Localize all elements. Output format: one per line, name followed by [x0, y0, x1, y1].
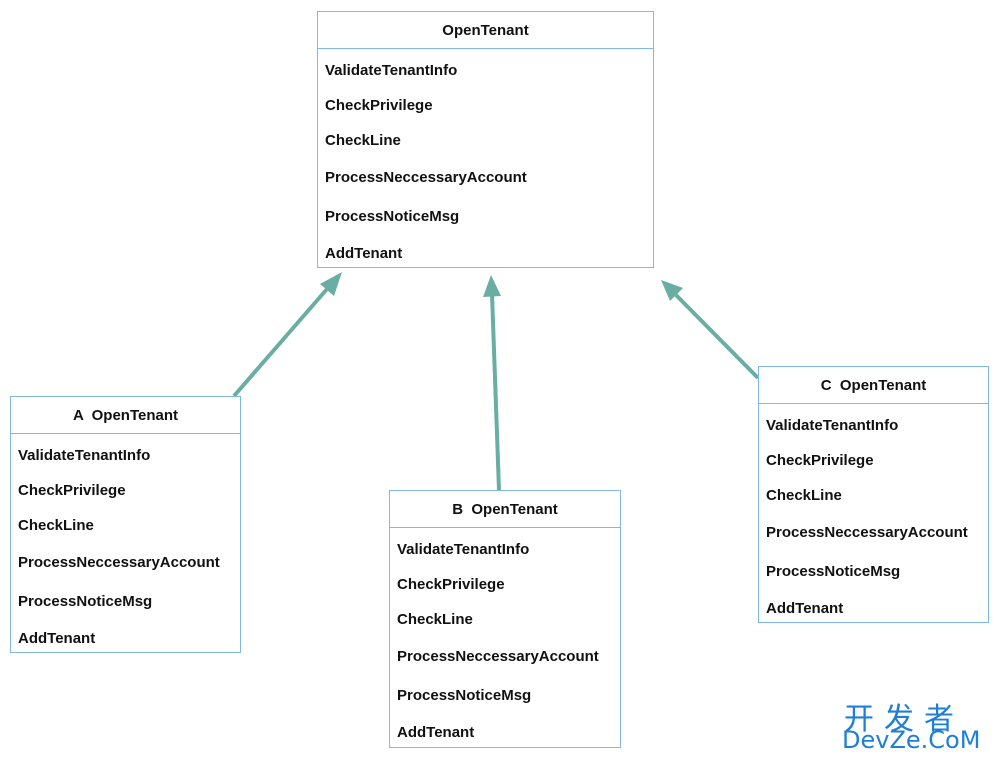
- method-check-line: CheckLine: [397, 611, 473, 628]
- method-check-line: CheckLine: [325, 132, 401, 149]
- method-add-tenant: AddTenant: [397, 724, 475, 741]
- base-class-box: OpenTenant ValidateTenantInfo CheckPrivi…: [317, 11, 654, 268]
- method-check-privilege: CheckPrivilege: [18, 482, 126, 499]
- arrow-c-to-base: [661, 280, 760, 380]
- method-process-neccessary-account: ProcessNeccessaryAccount: [18, 554, 220, 571]
- method-check-line: CheckLine: [766, 487, 842, 504]
- subclass-c-methods: ValidateTenantInfo CheckPrivilege CheckL…: [759, 404, 988, 622]
- arrow-b-to-base: [483, 275, 501, 491]
- method-check-privilege: CheckPrivilege: [397, 576, 505, 593]
- method-add-tenant: AddTenant: [766, 600, 844, 617]
- watermark-site-text: DevZe.CoM: [842, 726, 981, 754]
- arrow-a-to-base: [232, 272, 342, 398]
- subclass-c-box: C OpenTenant ValidateTenantInfo CheckPri…: [758, 366, 989, 623]
- method-add-tenant: AddTenant: [325, 245, 403, 262]
- method-validate-tenant-info: ValidateTenantInfo: [18, 447, 151, 464]
- base-class-methods: ValidateTenantInfo CheckPrivilege CheckL…: [318, 49, 653, 267]
- method-check-privilege: CheckPrivilege: [325, 97, 433, 114]
- method-process-notice-msg: ProcessNoticeMsg: [18, 593, 153, 610]
- method-add-tenant: AddTenant: [18, 630, 96, 647]
- subclass-b-methods: ValidateTenantInfo CheckPrivilege CheckL…: [390, 528, 620, 747]
- method-validate-tenant-info: ValidateTenantInfo: [397, 541, 530, 558]
- base-class-title: OpenTenant: [318, 12, 653, 49]
- method-process-notice-msg: ProcessNoticeMsg: [397, 687, 532, 704]
- method-process-neccessary-account: ProcessNeccessaryAccount: [325, 169, 527, 186]
- subclass-b-title: B OpenTenant: [390, 491, 620, 528]
- method-process-neccessary-account: ProcessNeccessaryAccount: [766, 524, 968, 541]
- subclass-a-methods: ValidateTenantInfo CheckPrivilege CheckL…: [11, 434, 240, 652]
- subclass-a-box: A OpenTenant ValidateTenantInfo CheckPri…: [10, 396, 241, 653]
- method-validate-tenant-info: ValidateTenantInfo: [766, 417, 899, 434]
- subclass-b-box: B OpenTenant ValidateTenantInfo CheckPri…: [389, 490, 621, 748]
- method-process-notice-msg: ProcessNoticeMsg: [325, 208, 460, 225]
- watermark-chinese-text: 开发者: [844, 702, 964, 737]
- method-check-privilege: CheckPrivilege: [766, 452, 874, 469]
- method-check-line: CheckLine: [18, 517, 94, 534]
- method-validate-tenant-info: ValidateTenantInfo: [325, 62, 458, 79]
- subclass-a-title: A OpenTenant: [11, 397, 240, 434]
- method-process-neccessary-account: ProcessNeccessaryAccount: [397, 648, 599, 665]
- watermark-logo: 开发者 DevZe.CoM: [840, 694, 995, 758]
- method-process-notice-msg: ProcessNoticeMsg: [766, 563, 901, 580]
- subclass-c-title: C OpenTenant: [759, 367, 988, 404]
